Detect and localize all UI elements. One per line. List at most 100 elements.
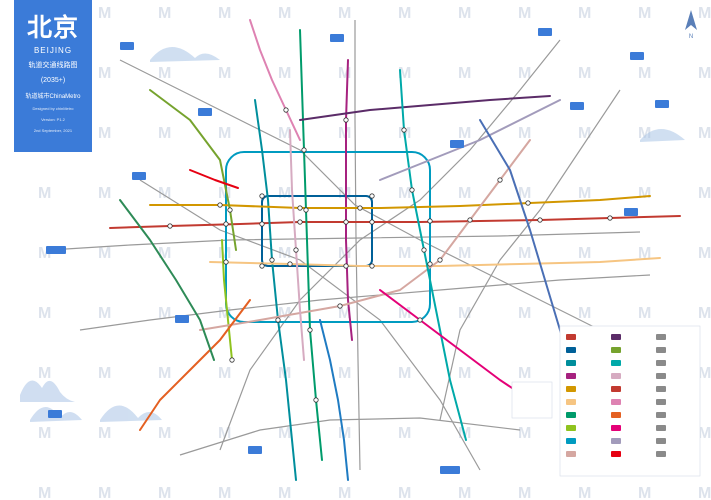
interchange-station	[369, 193, 375, 199]
watermark-mark: M	[698, 65, 711, 82]
legend-swatch-regional	[656, 347, 666, 353]
watermark-mark: M	[278, 485, 291, 500]
line-west-outer	[119, 199, 215, 361]
line-8	[299, 29, 323, 461]
legend-swatch-regional	[656, 386, 666, 392]
city-english: BEIJING	[33, 46, 73, 55]
watermark-mark: M	[578, 245, 591, 262]
watermark-mark: M	[578, 125, 591, 142]
legend-frame	[559, 325, 701, 477]
watermark-mark: M	[38, 425, 51, 442]
line-10	[225, 151, 431, 323]
interchange-station	[313, 397, 319, 403]
watermark-mark: M	[578, 305, 591, 322]
legend-swatch	[566, 347, 576, 353]
legend-swatch	[611, 347, 621, 353]
line-changping	[249, 19, 301, 141]
watermark-mark: M	[518, 125, 531, 142]
legend-swatch	[566, 360, 576, 366]
watermark-mark: M	[698, 425, 711, 442]
line-airport	[379, 99, 561, 181]
map-year: (2035+)	[40, 77, 66, 84]
legend-swatch-regional	[656, 334, 666, 340]
interchange-station	[427, 261, 433, 267]
watermark-mark: M	[338, 245, 351, 262]
interchange-station	[259, 263, 265, 269]
line-16	[149, 89, 237, 251]
legend-swatch-regional	[656, 373, 666, 379]
watermark-mark: M	[338, 65, 351, 82]
interchange-station	[369, 263, 375, 269]
interchange-station	[357, 205, 363, 211]
legend-swatch	[566, 451, 576, 457]
watermark-mark: M	[518, 425, 531, 442]
brand-name: 轨道城市ChinaMetro	[25, 94, 81, 100]
watermark-mark: M	[218, 365, 231, 382]
watermark-mark: M	[398, 185, 411, 202]
watermark-mark: M	[638, 65, 651, 82]
watermark-mark: M	[458, 305, 471, 322]
interchange-station	[421, 247, 427, 253]
designer-credit: Designed by chinMetro	[32, 106, 74, 111]
watermark-mark: M	[398, 485, 411, 500]
line-9	[221, 239, 233, 361]
watermark-mark: M	[158, 485, 171, 500]
interchange-station	[301, 147, 307, 153]
watermark-mark: M	[638, 485, 651, 500]
line-4	[254, 99, 297, 481]
legend-swatch-regional	[656, 399, 666, 405]
watermark-mark: M	[638, 5, 651, 22]
legend-swatch	[611, 373, 621, 379]
legend-swatch	[566, 334, 576, 340]
interchange-station	[343, 263, 349, 269]
watermark-mark: M	[278, 185, 291, 202]
interchange-station	[259, 193, 265, 199]
interchange-station	[217, 202, 223, 208]
watermark-mark: M	[518, 305, 531, 322]
watermark-mark: M	[698, 305, 711, 322]
legend-swatch-regional	[656, 412, 666, 418]
watermark-mark: M	[578, 5, 591, 22]
watermark-mark: M	[158, 305, 171, 322]
watermark-mark: M	[458, 5, 471, 22]
watermark-mark: M	[98, 245, 111, 262]
watermark-mark: M	[698, 5, 711, 22]
watermark-mark: M	[218, 245, 231, 262]
line-6	[149, 195, 651, 209]
watermark-mark: M	[218, 65, 231, 82]
watermark-mark: M	[698, 485, 711, 500]
mountain-decoration	[20, 46, 685, 422]
interchange-station	[287, 261, 293, 267]
line-south	[319, 319, 349, 481]
line-fangshan	[139, 299, 251, 431]
watermark-mark: M	[638, 245, 651, 262]
watermark-mark: M	[218, 485, 231, 500]
watermark-mark: M	[398, 245, 411, 262]
interchange-station	[303, 207, 309, 213]
line-1	[109, 215, 681, 229]
line-legend	[511, 325, 701, 477]
watermark-mark: M	[98, 485, 111, 500]
watermark-mark: M	[338, 125, 351, 142]
watermark-mark: M	[278, 425, 291, 442]
interchange-station	[427, 218, 433, 224]
line-east-outer	[479, 119, 567, 351]
watermark-mark: M	[98, 425, 111, 442]
interchange-station	[343, 117, 349, 123]
interchange-station	[409, 187, 415, 193]
interchange-station	[537, 217, 543, 223]
watermark-mark: M	[338, 485, 351, 500]
interchange-station	[497, 177, 503, 183]
line-19	[289, 129, 305, 361]
legend-swatch	[611, 386, 621, 392]
watermark-mark: M	[398, 425, 411, 442]
watermark-mark: M	[98, 365, 111, 382]
legend-swatch	[611, 451, 621, 457]
watermark-mark: M	[158, 425, 171, 442]
watermark-mark: M	[98, 125, 111, 142]
interchange-station	[259, 221, 265, 227]
watermark-mark: M	[698, 365, 711, 382]
watermark-mark: M	[38, 305, 51, 322]
watermark-mark: M	[638, 305, 651, 322]
